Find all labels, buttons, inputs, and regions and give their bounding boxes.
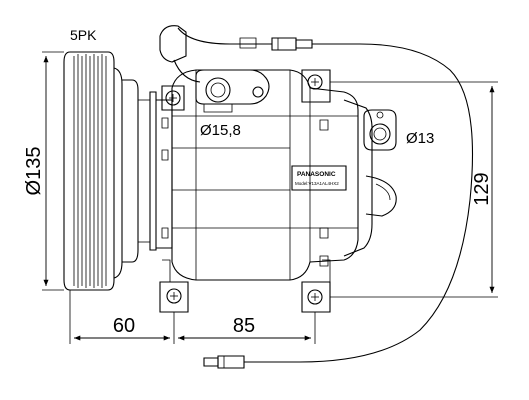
height-label: 129 xyxy=(471,172,493,205)
dimension-offset-mount: 85 xyxy=(178,312,316,344)
discharge-port-label: Ø13 xyxy=(406,130,434,147)
bolt-bottom-right xyxy=(301,259,331,313)
pulley-diameter-label: Ø135 xyxy=(23,147,45,196)
bolt-top-right xyxy=(301,69,331,103)
label-plate: PANASONIC Model:V13A1AL4HX2 xyxy=(291,165,347,191)
mounting-bolts xyxy=(159,69,331,313)
offset-pulley-label: 60 xyxy=(113,315,135,337)
compressor-body xyxy=(156,25,397,281)
dimension-offset-pulley: 60 xyxy=(69,290,175,344)
belt-type-label: 5PK xyxy=(70,27,97,43)
suction-port xyxy=(195,69,270,113)
brand-label: PANASONIC xyxy=(297,171,336,178)
model-label: Model:V13A1AL4HX2 xyxy=(295,181,339,186)
dimension-height: 129 xyxy=(330,81,498,298)
offset-mount-label: 85 xyxy=(233,315,255,337)
bolt-top-left xyxy=(161,85,185,111)
bolt-bottom-left xyxy=(159,259,189,313)
discharge-port xyxy=(363,109,397,151)
pulley-grooves xyxy=(73,54,107,288)
connector-top xyxy=(271,37,313,51)
pulley xyxy=(63,51,157,291)
suction-port-label: Ø15,8 xyxy=(200,122,241,139)
electrical-wire xyxy=(173,27,474,369)
connector-bottom xyxy=(203,355,245,369)
dimension-pulley-diameter: Ø135 xyxy=(23,51,64,291)
